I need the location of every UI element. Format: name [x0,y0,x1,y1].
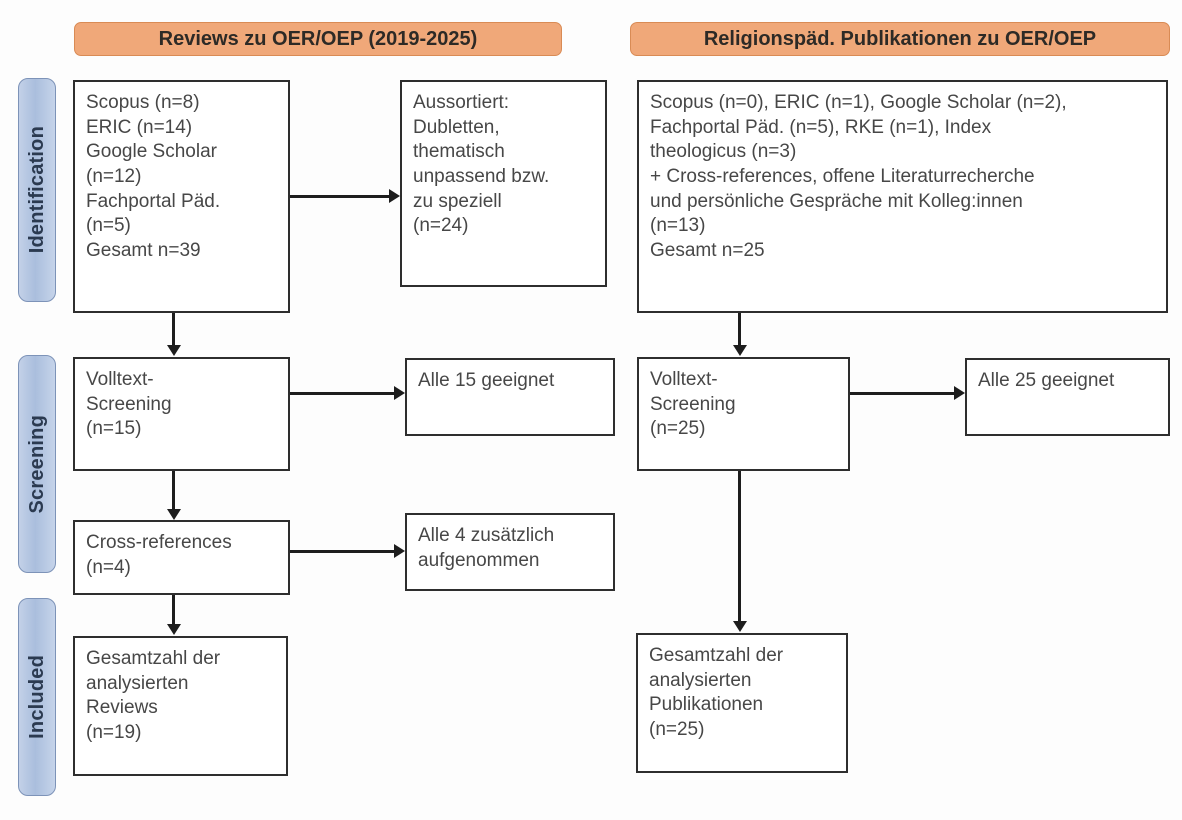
arrowhead-right-sources-to-fulltext [733,345,747,356]
column-header-right: Religionspäd. Publikationen zu OER/OEP [630,22,1170,56]
arrowhead-right-fulltext-to-included [733,621,747,632]
connector-left-fulltext-to-result [290,392,395,395]
stage-label-included: Included [18,598,56,796]
box-left-fulltext-result: Alle 15 geeignet [405,358,615,436]
arrowhead-right-fulltext-to-result [954,386,965,400]
box-left-sources-text: Scopus (n=8) ERIC (n=14) Google Scholar … [86,92,221,262]
box-left-fulltext-screening: Volltext- Screening (n=15) [73,357,290,471]
connector-left-fulltext-to-crossrefs [172,471,175,511]
arrowhead-left-crossrefs-to-result [394,544,405,558]
arrowhead-left-fulltext-to-crossrefs [167,509,181,520]
box-right-fulltext-screening-text: Volltext- Screening (n=25) [650,369,736,440]
box-right-fulltext-result-text: Alle 25 geeignet [978,370,1115,391]
connector-left-sources-to-excluded [290,195,390,198]
connector-left-crossrefs-to-included [172,595,175,631]
connector-left-crossrefs-to-result [290,550,395,553]
box-left-excluded-text: Aussortiert: Dubletten, thematisch unpas… [413,92,550,237]
connector-right-fulltext-to-result [850,392,955,395]
box-right-fulltext-result: Alle 25 geeignet [965,358,1170,436]
stage-label-screening-text: Screening [25,414,48,514]
stage-label-identification: Identification [18,78,56,302]
column-header-right-text: Religionspäd. Publikationen zu OER/OEP [703,27,1097,50]
connector-left-sources-to-fulltext [172,313,175,347]
box-right-included-text: Gesamtzahl der analysierten Publikatione… [649,645,784,741]
box-left-crossrefs-result: Alle 4 zusätzlich aufgenommen [405,513,615,591]
box-left-sources: Scopus (n=8) ERIC (n=14) Google Scholar … [73,80,290,313]
column-header-left-text: Reviews zu OER/OEP (2019-2025) [158,27,478,50]
box-left-crossrefs: Cross-references (n=4) [73,520,290,595]
box-right-sources-text: Scopus (n=0), ERIC (n=1), Google Scholar… [650,92,1067,262]
connector-right-sources-to-fulltext [738,313,741,347]
box-left-included-text: Gesamtzahl der analysierten Reviews (n=1… [86,648,221,744]
box-left-crossrefs-result-text: Alle 4 zusätzlich aufgenommen [418,525,555,571]
stage-label-identification-text: Identification [25,126,48,254]
box-left-excluded: Aussortiert: Dubletten, thematisch unpas… [400,80,607,287]
box-right-sources: Scopus (n=0), ERIC (n=1), Google Scholar… [637,80,1168,313]
box-left-crossrefs-text: Cross-references (n=4) [86,532,232,578]
box-left-included: Gesamtzahl der analysierten Reviews (n=1… [73,636,288,776]
arrowhead-left-crossrefs-to-included [167,624,181,635]
box-right-fulltext-screening: Volltext- Screening (n=25) [637,357,850,471]
box-left-fulltext-screening-text: Volltext- Screening (n=15) [86,369,172,440]
stage-label-screening: Screening [18,355,56,573]
column-header-left: Reviews zu OER/OEP (2019-2025) [74,22,562,56]
arrowhead-left-sources-to-fulltext [167,345,181,356]
arrowhead-left-sources-to-excluded [389,189,400,203]
arrowhead-left-fulltext-to-result [394,386,405,400]
stage-label-included-text: Included [25,655,48,739]
box-left-fulltext-result-text: Alle 15 geeignet [418,370,555,391]
box-right-included: Gesamtzahl der analysierten Publikatione… [636,633,848,773]
connector-right-fulltext-to-included [738,471,741,627]
